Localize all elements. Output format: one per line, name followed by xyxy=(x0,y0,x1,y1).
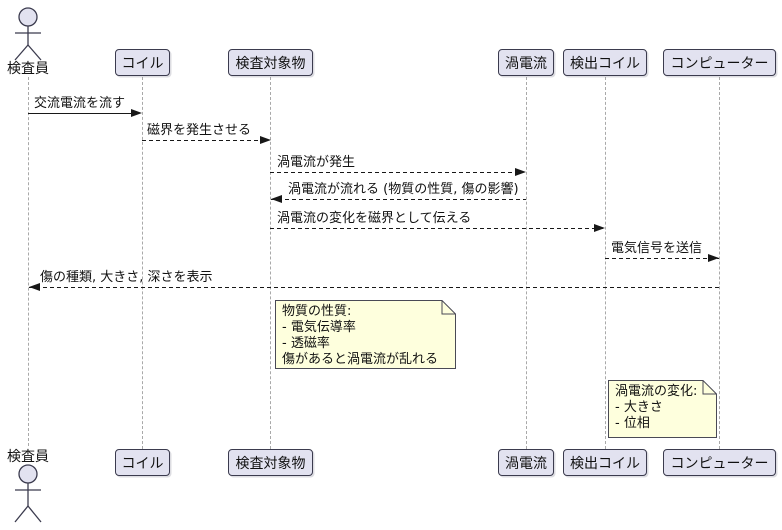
message-line-change-as-field xyxy=(270,228,605,229)
arrowhead-right-icon xyxy=(708,254,719,262)
note-text: 渦電流の変化: - 大きさ - 位相 xyxy=(615,384,697,432)
participant-coil-bottom: コイル xyxy=(115,449,170,476)
lifeline-computer xyxy=(719,77,720,449)
message-line-display-flaw xyxy=(29,287,719,288)
note-line: - 大きさ xyxy=(615,400,663,415)
message-label-change-as-field: 渦電流の変化を磁界として伝える xyxy=(277,211,472,226)
message-line-magnetic-field xyxy=(142,140,260,141)
arrowhead-right-icon xyxy=(131,109,142,117)
participant-test-object-bottom: 検査対象物 xyxy=(228,449,313,476)
message-line-ac-current xyxy=(28,113,134,114)
message-label-display-flaw: 傷の種類, 大きさ, 深さを表示 xyxy=(40,270,213,285)
arrowhead-right-icon xyxy=(515,168,526,176)
note-shape xyxy=(608,380,717,438)
note-text: 物質の性質: - 電気伝導率 - 透磁率 傷があると渦電流が乱れる xyxy=(282,304,438,368)
participant-eddy-current-bottom: 渦電流 xyxy=(498,449,554,476)
participant-coil-top: コイル xyxy=(115,49,170,76)
message-line-eddy-flows xyxy=(271,199,526,200)
message-label-magnetic-field: 磁界を発生させる xyxy=(147,123,252,138)
arrowhead-left-icon xyxy=(29,283,40,291)
actor-icon-top xyxy=(14,7,42,61)
arrowhead-right-icon xyxy=(594,224,605,232)
arrowhead-left-icon xyxy=(271,195,282,203)
lifeline-test-object xyxy=(270,77,271,449)
participant-test-object-top: 検査対象物 xyxy=(228,49,313,76)
message-line-electric-signal xyxy=(605,258,719,259)
note-line: 傷があると渦電流が乱れる xyxy=(282,352,439,367)
note-line: 渦電流の変化: xyxy=(615,384,698,399)
lifeline-coil xyxy=(142,77,143,449)
note-line: - 位相 xyxy=(615,416,650,431)
message-label-ac-current: 交流電流を流す xyxy=(34,96,126,111)
note-line: - 透磁率 xyxy=(282,336,330,351)
note-material-properties: 物質の性質: - 電気伝導率 - 透磁率 傷があると渦電流が乱れる xyxy=(275,300,456,369)
participant-inspector-bottom: 検査員 xyxy=(7,449,49,465)
participant-computer-top: コンピューター xyxy=(663,49,776,76)
participant-eddy-current-top: 渦電流 xyxy=(498,49,554,76)
note-line: 物質の性質: xyxy=(282,304,352,319)
participant-detection-coil-top: 検出コイル xyxy=(563,49,647,76)
note-eddy-current-change: 渦電流の変化: - 大きさ - 位相 xyxy=(608,380,717,438)
message-label-electric-signal: 電気信号を送信 xyxy=(611,241,703,256)
lifeline-eddy-current xyxy=(526,77,527,449)
participant-detection-coil-bottom: 検出コイル xyxy=(563,449,647,476)
participant-computer-bottom: コンピューター xyxy=(663,449,776,476)
note-line: - 電気伝導率 xyxy=(282,320,356,335)
message-label-eddy-generated: 渦電流が発生 xyxy=(277,155,356,170)
message-label-eddy-flows: 渦電流が流れる (物質の性質, 傷の影響) xyxy=(288,182,519,197)
arrowhead-right-icon xyxy=(260,136,271,144)
message-line-eddy-generated xyxy=(270,172,515,173)
participant-inspector-top: 検査員 xyxy=(7,61,49,77)
note-shape xyxy=(275,300,456,369)
lifeline-inspector xyxy=(28,77,29,446)
actor-icon-bottom xyxy=(14,464,42,523)
lifeline-detection-coil xyxy=(605,77,606,449)
